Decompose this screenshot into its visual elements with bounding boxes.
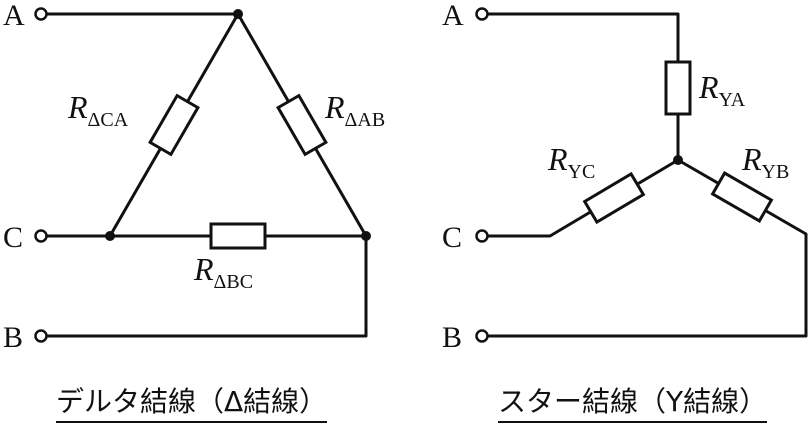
star-terminal-label-a: A [442, 0, 464, 32]
delta-label-ab-main: R [324, 89, 345, 125]
delta-node-right [361, 231, 371, 241]
star-label-ya: RYA [698, 69, 746, 111]
delta-label-bc-sub: ΔBC [214, 271, 254, 293]
star-terminal-label-b: B [442, 321, 462, 354]
delta-circuit: A C B RΔCA RΔAB RΔBC [3, 0, 385, 354]
delta-resistor-ab [276, 93, 328, 157]
star-resistor-yb [710, 171, 774, 223]
star-wire-b [486, 158, 808, 338]
star-node-center [673, 155, 683, 165]
delta-terminal-b [34, 329, 48, 343]
star-label-yc-sub: YC [568, 161, 596, 183]
delta-label-ab: RΔAB [324, 89, 385, 131]
delta-terminal-label-a: A [3, 0, 25, 32]
delta-terminal-label-b: B [3, 321, 23, 354]
delta-node-left [105, 231, 115, 241]
star-label-yc-main: R [547, 141, 568, 177]
star-terminal-c [475, 229, 489, 243]
delta-terminal-label-c: C [3, 221, 23, 254]
star-caption: スター結線（Y結線） [498, 385, 768, 423]
star-resistor-ya [664, 60, 692, 116]
star-terminal-b [475, 329, 489, 343]
delta-label-ca: RΔCA [67, 89, 129, 131]
star-label-ya-main: R [698, 69, 719, 105]
delta-terminal-c [34, 229, 48, 243]
delta-label-ab-sub: ΔAB [345, 109, 386, 131]
delta-node-top [233, 9, 243, 19]
delta-label-ca-sub: ΔCA [88, 109, 129, 131]
delta-terminal-a [34, 7, 48, 21]
star-terminal-a [475, 7, 489, 21]
star-label-yb-sub: YB [762, 161, 790, 183]
star-label-yb-main: R [741, 141, 762, 177]
delta-label-ca-main: R [67, 89, 88, 125]
star-label-ya-sub: YA [719, 89, 746, 111]
delta-label-bc-main: R [193, 251, 214, 287]
star-label-yb: RYB [741, 141, 789, 183]
delta-wire-b [45, 234, 368, 338]
star-label-yc: RYC [547, 141, 595, 183]
star-terminal-label-c: C [442, 221, 462, 254]
delta-label-bc: RΔBC [193, 251, 253, 293]
star-resistor-yc [582, 171, 646, 225]
delta-caption: デルタ結線（Δ結線） [56, 385, 328, 423]
star-wire-a [486, 12, 680, 162]
star-circuit: A C B RYA RYC RYB [442, 0, 808, 354]
delta-resistor-bc [209, 222, 267, 250]
delta-resistor-ca [148, 93, 200, 157]
